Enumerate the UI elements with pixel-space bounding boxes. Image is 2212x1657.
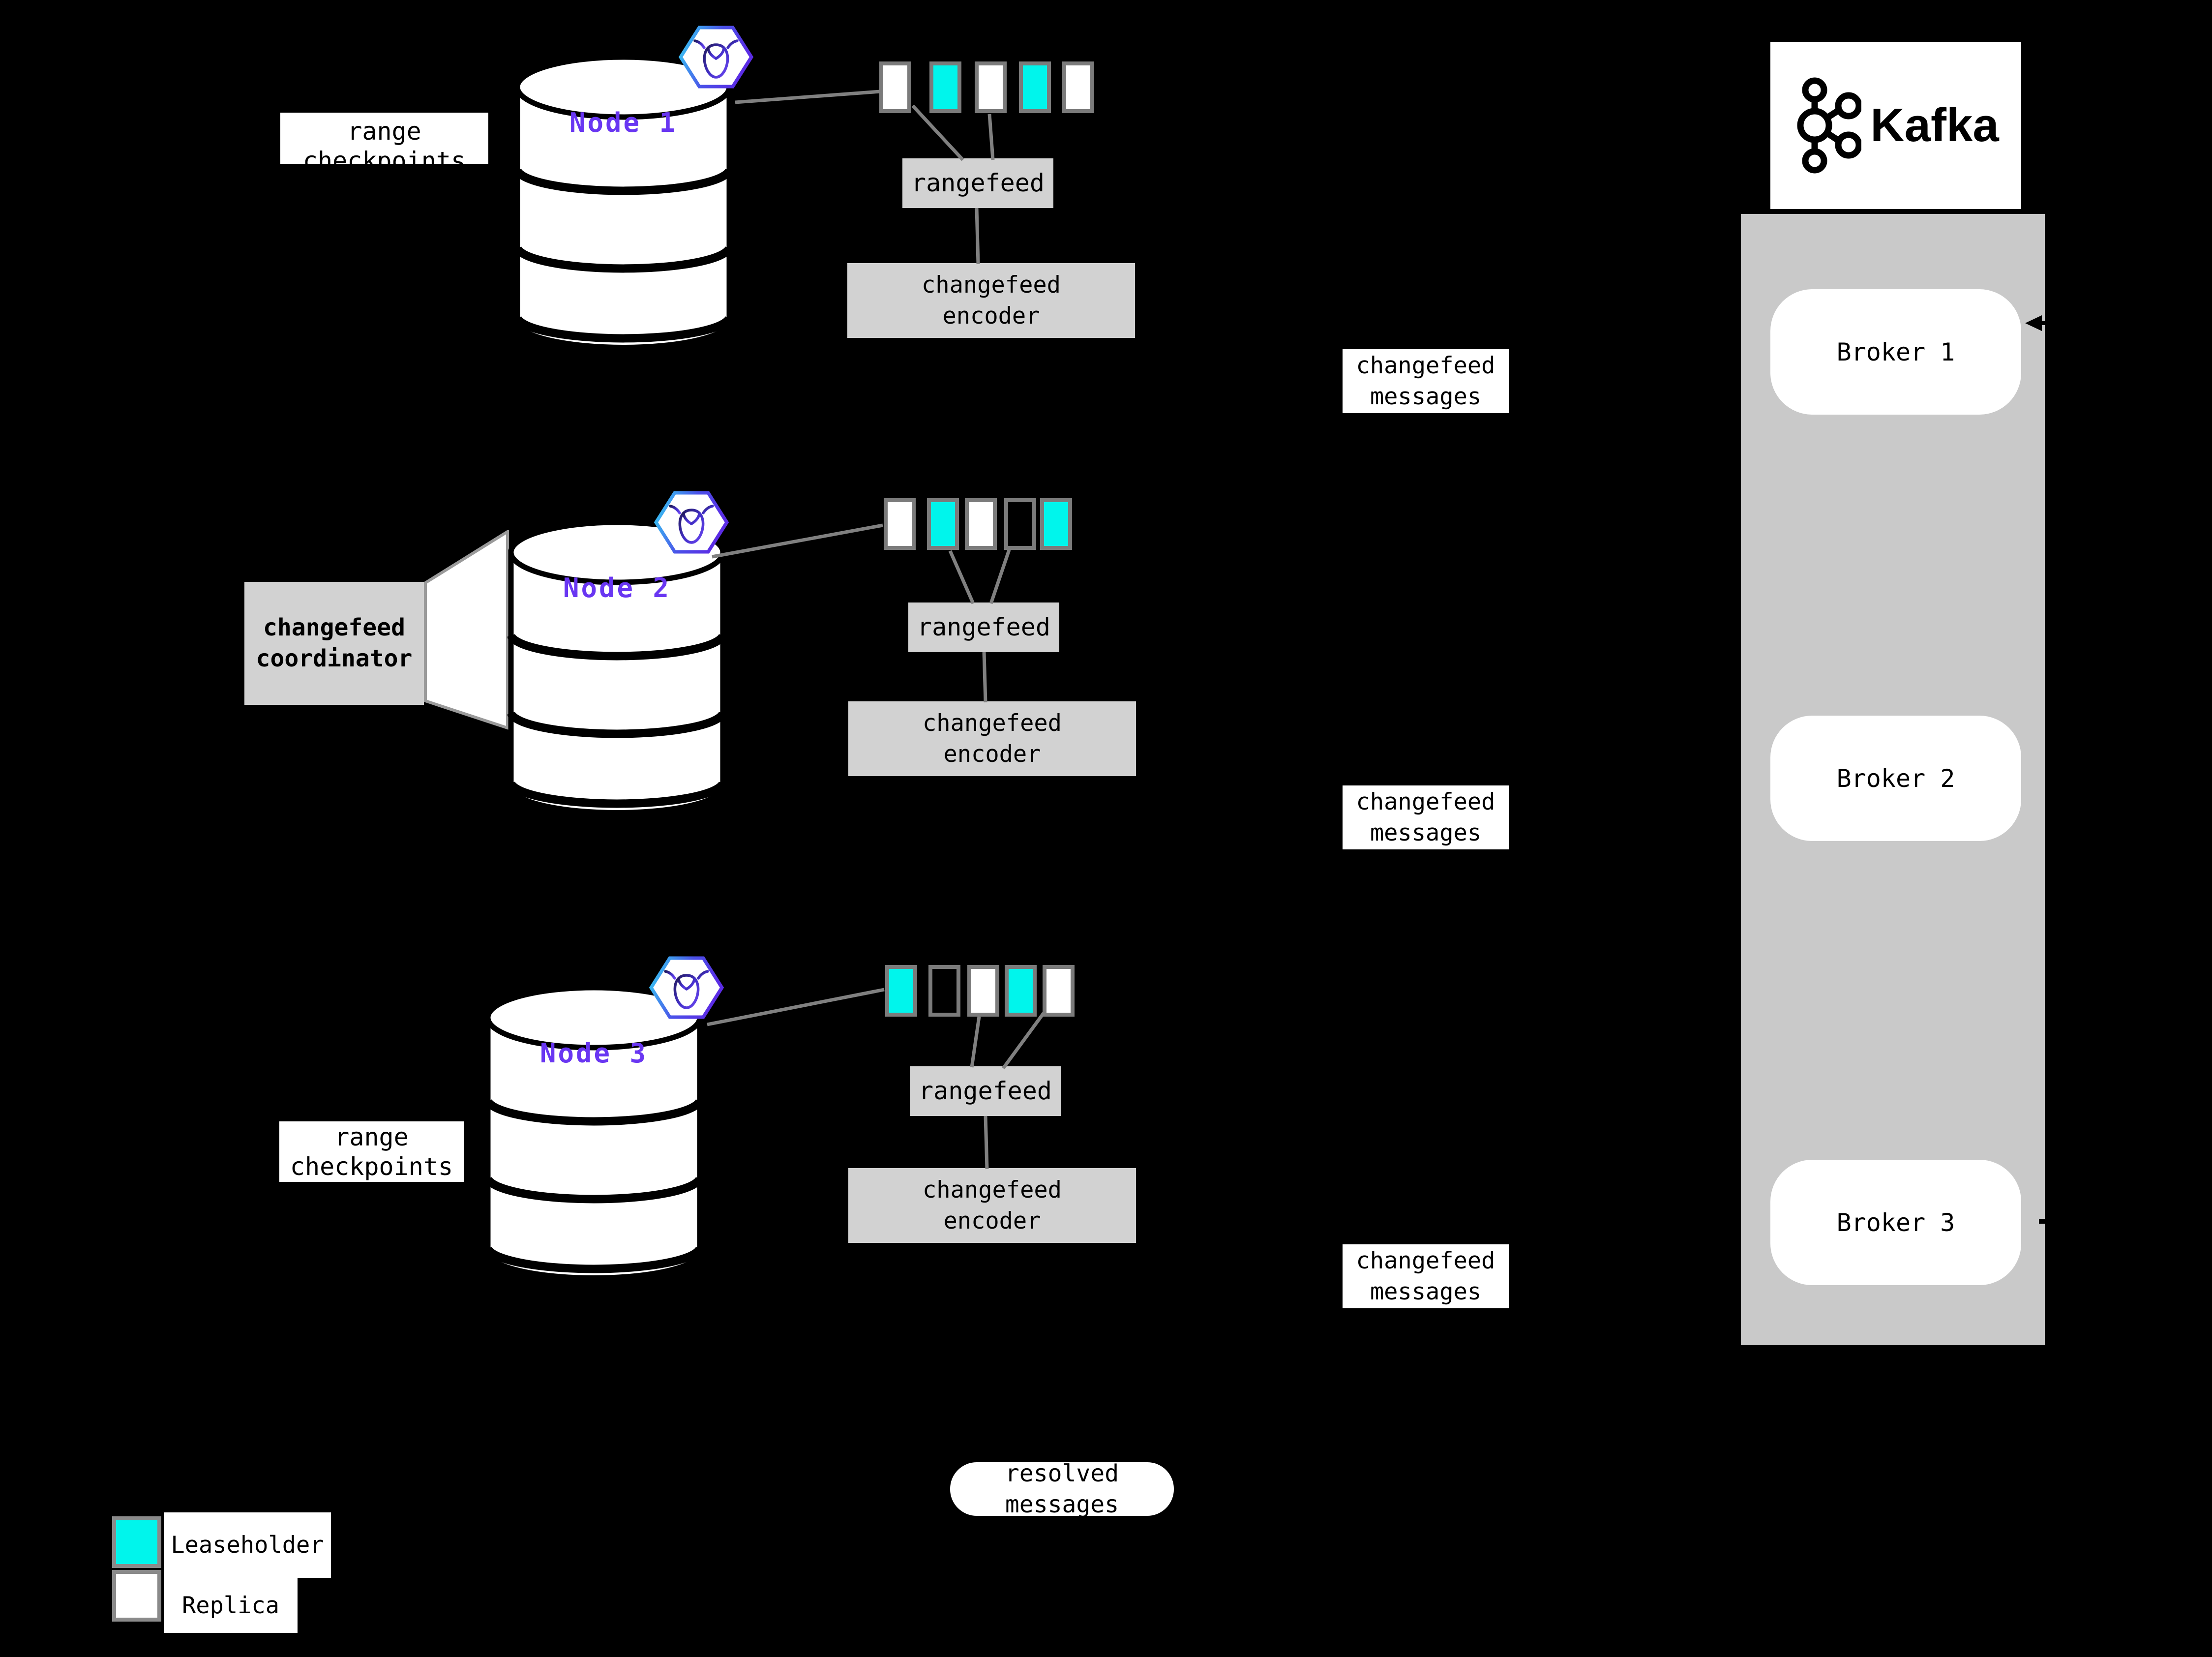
node3-range-3 xyxy=(967,965,999,1017)
resolved-messages-label: resolved messages xyxy=(950,1460,1174,1518)
legend-replica-label: Replica xyxy=(164,1578,298,1633)
coordinator-banner-shape xyxy=(424,530,509,730)
node3-changefeed-messages-label: changefeed messages xyxy=(1343,1244,1509,1308)
node1-changefeed-messages-label: changefeed messages xyxy=(1343,349,1509,413)
node1-range-3 xyxy=(975,61,1007,113)
node2-cockroachdb-icon xyxy=(654,491,729,554)
node2-rangefeed-box: rangefeed xyxy=(908,603,1059,652)
broker-3: Broker 3 xyxy=(1770,1160,2021,1285)
node2-range-1 xyxy=(884,498,916,550)
node1-range-5 xyxy=(1062,61,1094,113)
kafka-logo-icon xyxy=(1797,77,1862,174)
node3-rangefeed-box: rangefeed xyxy=(910,1066,1061,1116)
node3-database-cylinder-icon xyxy=(484,985,703,1281)
node3-changefeed-encoder-box: changefeed encoder xyxy=(848,1168,1136,1243)
node1-range-2 xyxy=(929,61,961,113)
node3-range-5 xyxy=(1043,965,1075,1017)
broker-1: Broker 1 xyxy=(1770,289,2021,415)
node1-cockroachdb-icon xyxy=(679,26,753,89)
broker-2: Broker 2 xyxy=(1770,716,2021,841)
legend-leaseholder-swatch xyxy=(112,1516,161,1568)
node1-range-1 xyxy=(879,61,911,113)
range-checkpoints-label-bottom: range checkpoints xyxy=(279,1121,464,1182)
node3-label: Node 3 xyxy=(539,1038,648,1069)
kafka-logo-box: Kafka xyxy=(1770,42,2021,209)
node1-database-cylinder-icon xyxy=(514,54,733,350)
node1-range-4 xyxy=(1019,61,1051,113)
kafka-wordmark: Kafka xyxy=(1870,99,1999,151)
node3-range-4 xyxy=(1005,965,1037,1017)
node2-range-4 xyxy=(1004,498,1036,550)
node2-database-cylinder-icon xyxy=(508,519,726,815)
range-checkpoints-label-top: range checkpoints xyxy=(280,113,488,164)
legend-leaseholder-label: Leaseholder xyxy=(164,1512,331,1578)
legend-replica-swatch xyxy=(112,1570,161,1622)
node3-range-1 xyxy=(885,965,917,1017)
node1-label: Node 1 xyxy=(569,107,678,138)
node3-cockroachdb-icon xyxy=(649,956,724,1019)
node1-rangefeed-box: rangefeed xyxy=(902,158,1053,208)
node2-range-2 xyxy=(927,498,959,550)
node3-range-2 xyxy=(928,965,960,1017)
node1-changefeed-encoder-box: changefeed encoder xyxy=(847,263,1135,338)
changefeed-coordinator-label: changefeed coordinator xyxy=(244,582,424,705)
node2-range-5 xyxy=(1040,498,1072,550)
node2-label: Node 2 xyxy=(563,572,671,603)
node2-changefeed-encoder-box: changefeed encoder xyxy=(848,701,1136,776)
node2-changefeed-messages-label: changefeed messages xyxy=(1343,785,1509,849)
node2-range-3 xyxy=(965,498,997,550)
